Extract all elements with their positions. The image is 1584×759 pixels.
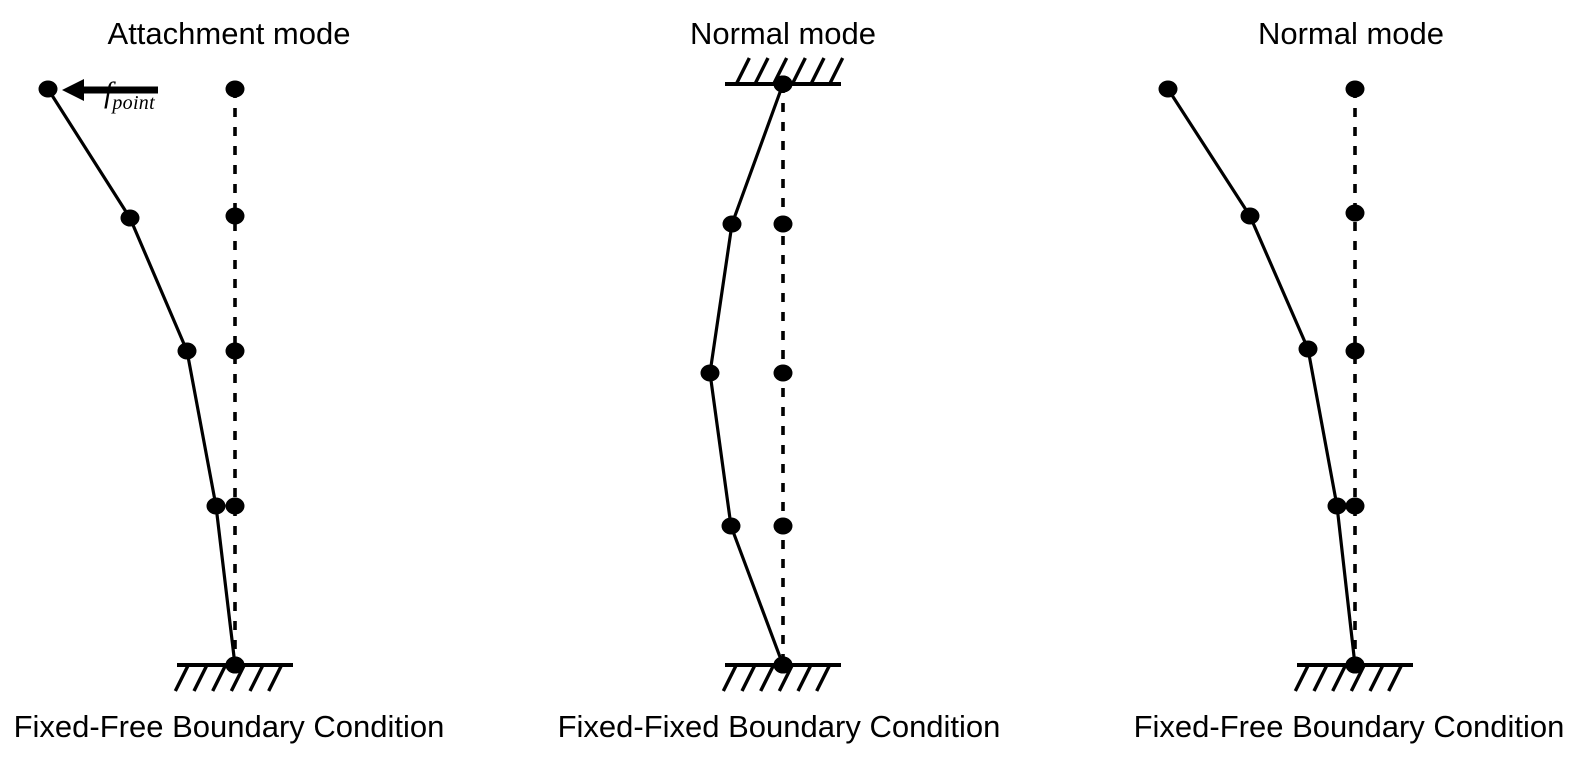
support-hatch-normal-mode-fixed-free-bottom <box>1368 664 1385 692</box>
deformed-node-attachment-mode-fixed-free-0 <box>38 80 58 98</box>
panel-caption-fixed-free-left: Fixed-Free Boundary Condition <box>13 709 445 744</box>
support-hatch-attachment-mode-fixed-free-bottom <box>211 664 228 692</box>
support-hatch-normal-mode-fixed-free-bottom <box>1293 664 1310 692</box>
reference-node-normal-mode-fixed-fixed-3 <box>773 517 793 535</box>
reference-node-normal-mode-fixed-free-3 <box>1345 497 1365 515</box>
reference-node-attachment-mode-fixed-free-2 <box>225 342 245 360</box>
deformed-node-normal-mode-fixed-fixed-0 <box>773 75 793 93</box>
support-hatch-normal-mode-fixed-fixed-top <box>790 57 807 85</box>
deformed-node-normal-mode-fixed-free-4 <box>1345 656 1365 674</box>
support-hatch-normal-mode-fixed-free-bottom <box>1331 664 1348 692</box>
support-hatch-attachment-mode-fixed-free-bottom <box>173 664 190 692</box>
support-hatch-normal-mode-fixed-fixed-bottom <box>740 664 757 692</box>
reference-node-normal-mode-fixed-free-1 <box>1345 204 1365 222</box>
force-symbol: f <box>104 76 113 109</box>
reference-node-attachment-mode-fixed-free-3 <box>225 497 245 515</box>
deformed-shape-normal-mode-fixed-fixed <box>708 82 785 667</box>
support-hatch-normal-mode-fixed-fixed-top <box>734 57 751 85</box>
support-hatch-attachment-mode-fixed-free-bottom <box>267 664 284 692</box>
deformed-node-normal-mode-fixed-fixed-2 <box>700 364 720 382</box>
support-hatch-attachment-mode-fixed-free-bottom <box>248 664 265 692</box>
deformed-shape-attachment-mode-fixed-free <box>46 87 237 667</box>
reference-node-attachment-mode-fixed-free-0 <box>225 80 245 98</box>
deformed-node-attachment-mode-fixed-free-3 <box>206 497 226 515</box>
deformed-shape-normal-mode-fixed-free <box>1166 87 1357 667</box>
panel-title-normal-mode-right: Normal mode <box>1257 16 1445 51</box>
support-hatch-normal-mode-fixed-fixed-bottom <box>815 664 832 692</box>
support-hatch-normal-mode-fixed-fixed-bottom <box>721 664 738 692</box>
panel-group-attachment-mode-fixed-free <box>38 79 293 692</box>
force-arrow-head <box>62 79 84 101</box>
support-hatch-normal-mode-fixed-free-bottom <box>1387 664 1404 692</box>
force-arrow-attachment-mode-fixed-free <box>62 79 158 101</box>
deformed-node-normal-mode-fixed-free-3 <box>1327 497 1347 515</box>
reference-node-normal-mode-fixed-free-0 <box>1345 80 1365 98</box>
deformed-node-normal-mode-fixed-free-2 <box>1298 340 1318 358</box>
support-hatch-normal-mode-fixed-free-bottom <box>1312 664 1329 692</box>
support-hatch-normal-mode-fixed-fixed-bottom <box>796 664 813 692</box>
deformed-node-attachment-mode-fixed-free-1 <box>120 209 140 227</box>
panel-title-normal-mode-middle: Normal mode <box>689 16 877 51</box>
reference-node-normal-mode-fixed-free-2 <box>1345 342 1365 360</box>
reference-node-attachment-mode-fixed-free-1 <box>225 207 245 225</box>
support-hatch-normal-mode-fixed-fixed-top <box>828 57 845 85</box>
deformed-node-normal-mode-fixed-fixed-4 <box>773 656 793 674</box>
reference-node-normal-mode-fixed-fixed-1 <box>773 215 793 233</box>
deformed-node-normal-mode-fixed-fixed-3 <box>721 517 741 535</box>
reference-node-normal-mode-fixed-fixed-2 <box>773 364 793 382</box>
panel-caption-fixed-free-right: Fixed-Free Boundary Condition <box>1133 709 1565 744</box>
deformed-node-attachment-mode-fixed-free-2 <box>177 342 197 360</box>
panel-group-normal-mode-fixed-fixed <box>700 57 845 692</box>
deformed-node-attachment-mode-fixed-free-4 <box>225 656 245 674</box>
panel-title-attachment-mode: Attachment mode <box>107 16 351 51</box>
support-hatch-attachment-mode-fixed-free-bottom <box>192 664 209 692</box>
deformed-node-normal-mode-fixed-free-1 <box>1240 207 1260 225</box>
force-label-f-point: fpoint <box>104 76 155 114</box>
panel-group-normal-mode-fixed-free <box>1158 80 1413 692</box>
deformed-node-normal-mode-fixed-fixed-1 <box>722 215 742 233</box>
support-hatch-normal-mode-fixed-fixed-bottom <box>759 664 776 692</box>
deformed-node-normal-mode-fixed-free-0 <box>1158 80 1178 98</box>
support-hatch-normal-mode-fixed-fixed-top <box>753 57 770 85</box>
panel-caption-fixed-fixed: Fixed-Fixed Boundary Condition <box>557 709 1001 744</box>
support-hatch-normal-mode-fixed-fixed-top <box>809 57 826 85</box>
force-subscript: point <box>112 92 155 114</box>
